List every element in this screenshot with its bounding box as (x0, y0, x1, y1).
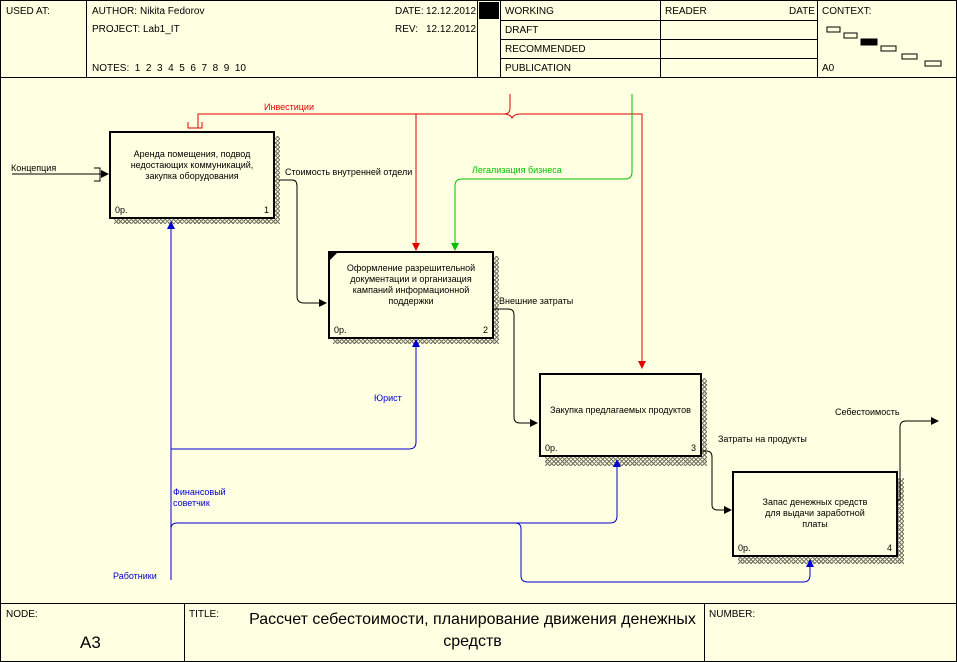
header-divider-5 (817, 0, 818, 77)
arrow-investicii (187, 94, 646, 369)
header-divider-3 (500, 0, 501, 77)
used-at-label: USED AT: (6, 6, 50, 17)
node-label: NODE: (6, 609, 38, 620)
status-working: WORKING (505, 6, 554, 17)
arrow-mechanisms (167, 221, 814, 583)
context-box-6 (924, 60, 942, 67)
label-investicii: Инвестиции (264, 102, 314, 112)
date-label: DATE: (395, 6, 424, 17)
label-finansovy: Финансовый советчик (173, 487, 226, 508)
status-row-line-1 (500, 20, 817, 21)
rev-value: 12.12.2012 (426, 24, 477, 35)
working-marker (479, 2, 499, 19)
rev-label: REV: (395, 24, 418, 35)
project-value: Lab1_IT (143, 24, 180, 35)
box1-label: Аренда помещения, подвод недостающих ком… (130, 149, 254, 181)
project-label: PROJECT: (92, 24, 141, 35)
author-label: AUTHOR: (92, 6, 137, 17)
label-zatraty: Затраты на продукты (718, 434, 807, 444)
label-legalizaciya: Легализация бизнеса (472, 165, 562, 175)
header-divider-1 (86, 0, 87, 77)
label-yurist: Юрист (374, 393, 402, 403)
function-box-4[interactable]: Запас денежных средств для выдачи зарабо… (732, 471, 898, 557)
arrow-zatraty (702, 450, 732, 514)
function-box-1[interactable]: Аренда помещения, подвод недостающих ком… (109, 131, 275, 219)
function-box-2[interactable]: Оформление разрешительной документации и… (328, 251, 494, 339)
reader-label: READER (665, 6, 707, 17)
label-rabotniki: Работники (113, 571, 157, 581)
status-row-line-2 (500, 39, 817, 40)
arrow-vneshnie (492, 308, 538, 427)
context-mini-diagram (826, 26, 942, 67)
context-box-4 (880, 45, 897, 52)
context-node: A0 (822, 63, 835, 74)
notes-label: NOTES: 1 2 3 4 5 6 7 8 9 10 (92, 63, 246, 74)
header-divider-4 (660, 0, 661, 77)
header-divider-2 (477, 0, 478, 77)
author-value: Nikita Fedorov (140, 6, 205, 17)
context-box-3 (860, 38, 878, 46)
label-vneshnie: Внешние затраты (499, 296, 574, 306)
box2-corner (330, 253, 337, 260)
footer-divider-2 (704, 603, 705, 662)
box2-label: Оформление разрешительной документации и… (346, 263, 476, 306)
box3-cost: 0р. (545, 443, 558, 453)
box4-label: Запас денежных средств для выдачи зарабо… (762, 497, 868, 529)
status-draft: DRAFT (505, 25, 539, 36)
box1-number: 1 (263, 205, 269, 215)
box2-number: 2 (482, 325, 488, 335)
label-stoimost: Стоимость внутренней отдели (285, 167, 413, 177)
box3-number: 3 (690, 443, 696, 453)
box1-cost: 0р. (115, 205, 128, 215)
box4-number: 4 (886, 543, 892, 553)
status-recommended: RECOMMENDED (505, 44, 586, 55)
box3-label: Закупка предлагаемых продуктов (550, 405, 691, 415)
context-box-5 (901, 53, 918, 60)
status-row-line-3 (500, 58, 817, 59)
label-sebestoimost: Себестоимость (835, 407, 900, 417)
box2-cost: 0р. (334, 325, 347, 335)
function-box-3[interactable]: Закупка предлагаемых продуктов 0р. 3 (539, 373, 702, 457)
node-value: A3 (80, 633, 101, 652)
arrow-sebestoimost (896, 417, 939, 501)
footer-divider-1 (184, 603, 185, 662)
label-koncepciya: Концепция (11, 163, 57, 173)
arrow-stoimost (279, 179, 327, 307)
koncepciya-tunnel (94, 167, 101, 182)
box4-cost: 0р. (738, 543, 751, 553)
context-label: CONTEXT: (822, 6, 872, 17)
context-box-2 (843, 32, 858, 39)
diagram-title: Рассчет себестоимости, планирование движ… (249, 611, 696, 650)
arrow-legalizaciya (451, 94, 633, 251)
reader-date-label: DATE (789, 6, 815, 17)
number-label: NUMBER: (709, 609, 756, 620)
date-value: 12.12.2012 (426, 6, 477, 17)
status-publication: PUBLICATION (505, 63, 571, 74)
title-label: TITLE: (189, 609, 220, 620)
context-box-1 (826, 26, 841, 33)
